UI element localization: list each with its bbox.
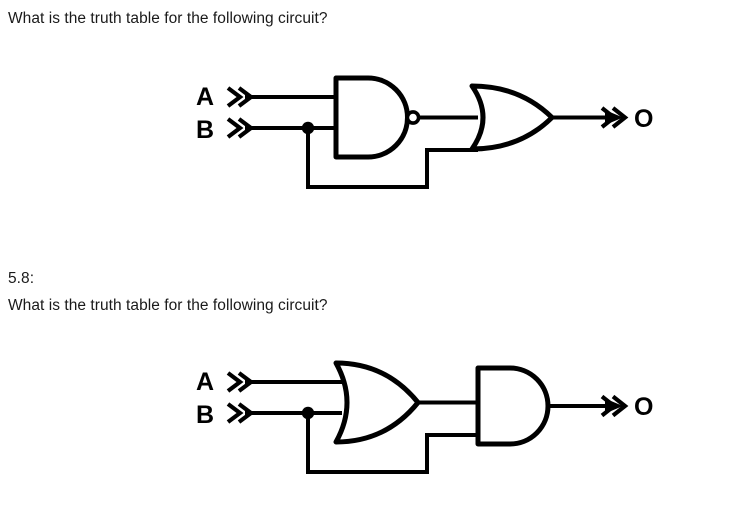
circuit-2-input-b-label: B — [196, 401, 214, 429]
question-1-prompt: What is the truth table for the followin… — [8, 10, 328, 27]
circuit-1-nand-gate — [333, 75, 410, 160]
circuit-2-output-chevron-icon — [600, 394, 629, 418]
circuit-1-input-a-label: A — [196, 83, 214, 111]
circuit-2-and-gate — [475, 365, 551, 447]
circuit-2-or-gate — [333, 360, 421, 445]
circuit-1-output-chevron-icon — [600, 106, 629, 129]
circuit-2-input-a-label: A — [196, 368, 214, 396]
circuit-2-junction-dot-b — [301, 406, 315, 420]
circuit-1-junction-dot-b — [301, 121, 315, 135]
circuit-1-input-b-label: B — [196, 116, 214, 144]
question-2-prompt: What is the truth table for the followin… — [8, 297, 328, 314]
circuit-1-nand-inversion-bubble-icon — [405, 110, 421, 125]
circuit-2-diagram: A B O — [190, 353, 660, 483]
circuit-1-diagram: A B — [190, 68, 660, 198]
circuit-1-or-gate — [469, 83, 555, 152]
circuit-1-output-label: O — [634, 105, 653, 133]
section-number-label: 5.8: — [8, 270, 35, 287]
circuit-1-wire-b-feedback-to-or — [306, 128, 478, 189]
circuit-2-output-label: O — [634, 393, 653, 421]
circuit-2-wire-b-feedback-to-and — [306, 413, 478, 474]
